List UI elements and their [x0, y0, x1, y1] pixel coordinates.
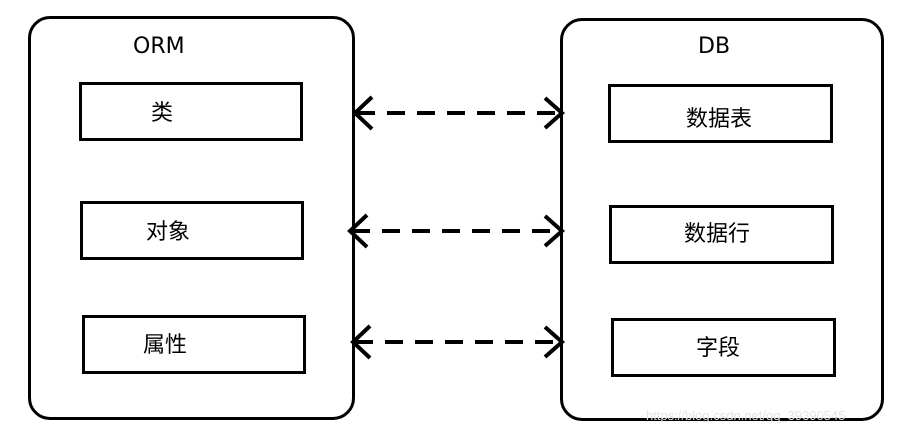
orm-object-box	[80, 201, 304, 260]
db-field-label: 字段	[696, 336, 741, 361]
left-arrowhead-icon	[350, 324, 372, 360]
right-arrowhead-icon	[543, 214, 566, 248]
orm-attribute-box	[82, 315, 306, 374]
right-arrowhead-icon	[543, 325, 566, 359]
db-panel-title: DB	[698, 34, 731, 59]
orm-panel-title: ORM	[133, 34, 185, 59]
orm-object-label: 对象	[146, 220, 191, 245]
db-row-label: 数据行	[684, 222, 751, 247]
db-table-box	[608, 84, 833, 143]
right-arrowhead-icon	[543, 96, 566, 130]
db-field-box	[611, 318, 836, 377]
arrow-object-row	[347, 213, 566, 249]
orm-class-label: 类	[151, 101, 174, 126]
arrow-class-table	[352, 95, 566, 131]
arrow-attribute-field	[350, 324, 566, 360]
db-row-box	[609, 205, 834, 264]
db-table-label: 数据表	[686, 107, 753, 132]
orm-class-box	[79, 82, 303, 141]
watermark-text: https://blog.csdn.net/qq_39390545	[646, 408, 846, 423]
orm-attribute-label: 属性	[143, 333, 188, 358]
left-arrowhead-icon	[347, 213, 369, 249]
left-arrowhead-icon	[352, 95, 374, 131]
